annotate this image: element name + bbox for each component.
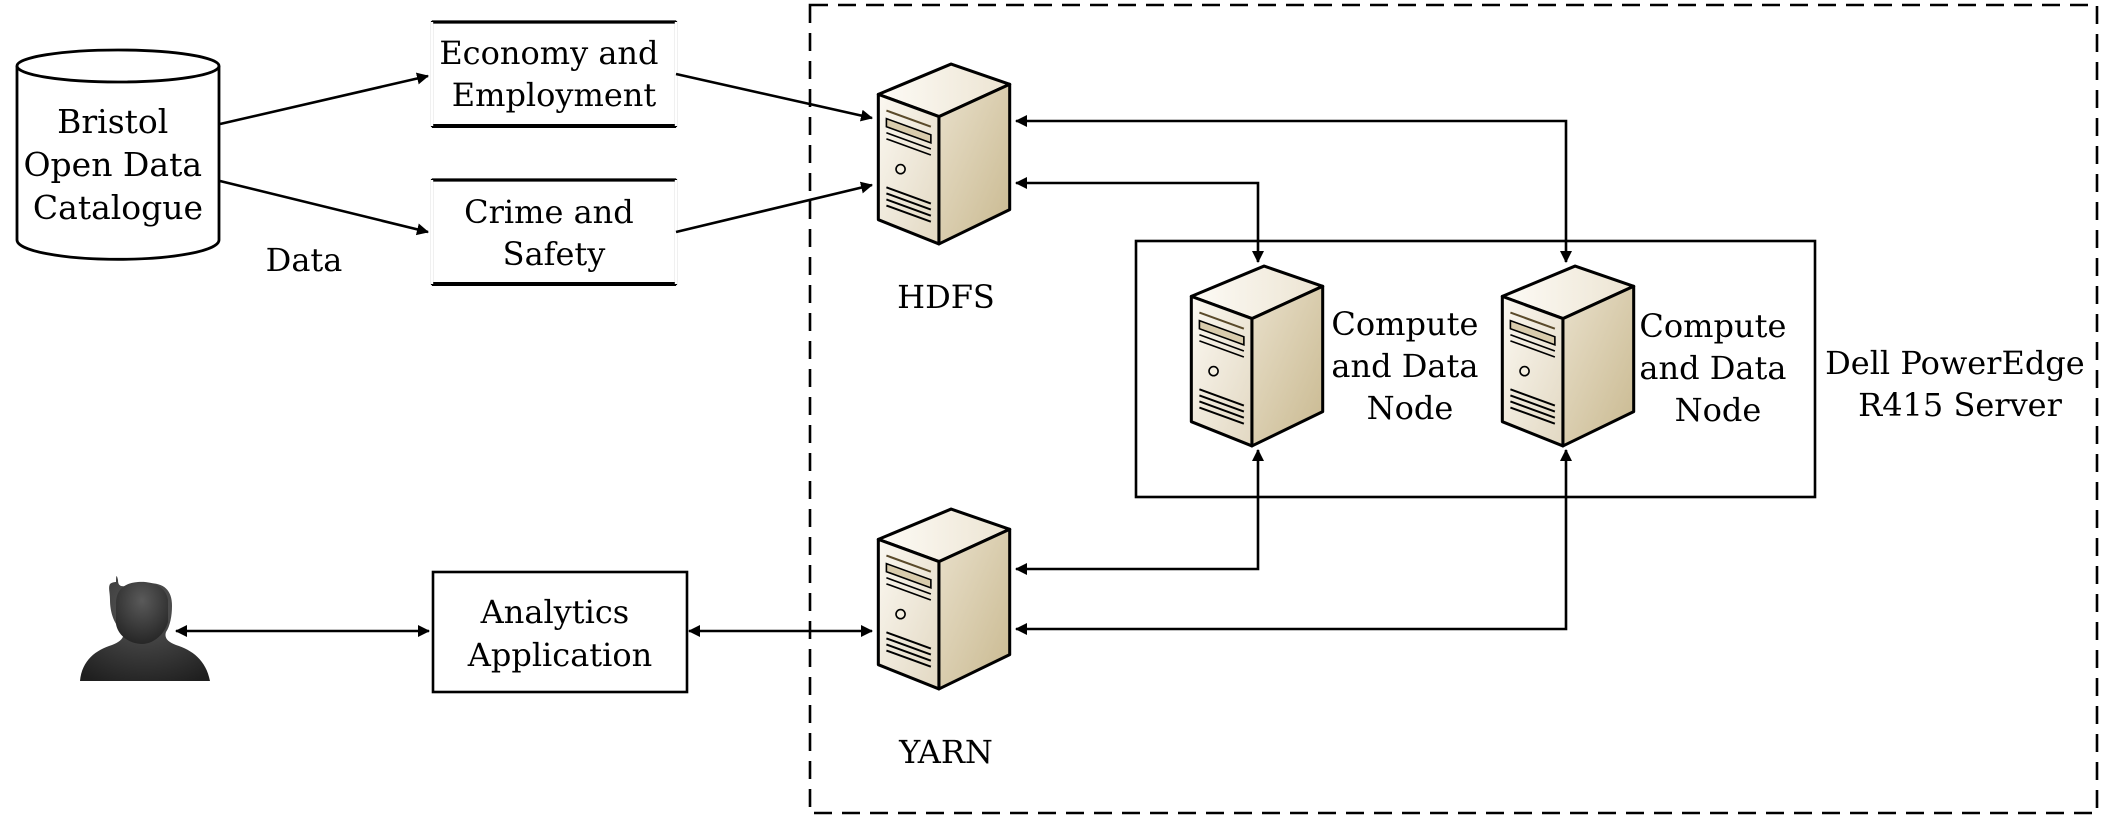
source-line-2: Open Data — [23, 145, 202, 184]
analytics-line-1: Analytics — [480, 593, 630, 631]
data-edge-label: Data — [266, 241, 343, 279]
user-silhouette-icon — [80, 576, 210, 681]
compute-node-1-line-3: Node — [1367, 389, 1454, 427]
hdfs-label: HDFS — [897, 278, 995, 316]
edge-crime-to-hdfs — [675, 181, 873, 234]
edge-source-to-economy — [219, 72, 429, 126]
compute-node-2-line-3: Node — [1675, 391, 1762, 429]
hdfs-server-icon — [876, 62, 1012, 246]
edge-source-to-crime — [219, 179, 429, 236]
compute-node-2-icon — [1500, 264, 1636, 448]
edge-economy-to-hdfs — [675, 72, 873, 122]
dataset-label-economy: Economy and Employment — [439, 34, 668, 114]
source-label: Bristol Open Data Catalogue — [23, 102, 212, 227]
dataset-economy-line-2: Employment — [452, 76, 657, 114]
compute-node-1-line-1: Compute — [1331, 305, 1478, 343]
yarn-label: YARN — [898, 733, 993, 771]
source-line-1: Bristol — [57, 102, 168, 141]
dataset-box-crime — [430, 178, 678, 286]
server-label-line-1: Dell PowerEdge — [1825, 344, 2085, 382]
source-line-3: Catalogue — [33, 188, 203, 227]
dataset-crime-line-1: Crime and — [464, 193, 634, 231]
compute-node-1-label: Compute and Data Node — [1331, 305, 1488, 427]
dataset-label-crime: Crime and Safety — [464, 193, 644, 273]
yarn-server-icon — [876, 507, 1012, 691]
compute-node-2-label: Compute and Data Node — [1639, 307, 1796, 429]
analytics-line-2: Application — [467, 636, 653, 674]
server-boundary-dashed — [808, 3, 2099, 815]
compute-node-1-line-2: and Data — [1331, 347, 1478, 385]
edge-hdfs-compute-2 — [1015, 115, 1572, 263]
compute-node-1-icon — [1189, 264, 1325, 448]
edge-yarn-compute-2 — [1015, 449, 1572, 635]
server-label: Dell PowerEdge R415 Server — [1825, 344, 2095, 424]
dataset-economy-line-1: Economy and — [439, 34, 658, 72]
compute-node-2-line-2: and Data — [1639, 349, 1786, 387]
analytics-application-box — [431, 570, 689, 694]
dataset-crime-line-2: Safety — [503, 235, 606, 273]
database-cylinder-icon — [15, 48, 221, 261]
server-label-line-2: R415 Server — [1858, 386, 2063, 424]
compute-node-2-line-1: Compute — [1639, 307, 1786, 345]
analytics-label: Analytics Application — [467, 593, 653, 674]
dataset-box-economy — [430, 20, 678, 128]
